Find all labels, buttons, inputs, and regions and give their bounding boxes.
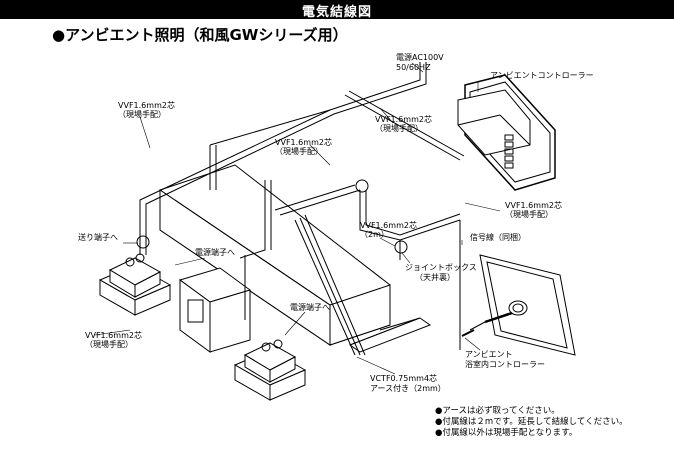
lamp-right: [233, 339, 307, 401]
junction-box-label-1: ジョイントボックス: [405, 263, 477, 272]
bath-controller: [461, 254, 576, 356]
vvf-center-label-1: VVF1.6mm2芯: [275, 137, 332, 147]
vvf-top-mid-label-2: （現場手配）: [375, 123, 423, 133]
send-terminal-label: 送り端子へ: [78, 232, 118, 242]
note-site-supply: ●付属線以外は現場手配となります。: [435, 428, 578, 438]
vvf-bottom-left-label-2: （現場手配）: [85, 339, 133, 349]
vvf-top-left-label-2: （現場手配）: [118, 109, 166, 119]
diagram-subtitle: ●アンビエント照明（和風GWシリーズ用）: [52, 26, 348, 44]
power-label-2: 50/60HZ: [396, 63, 431, 72]
note-wire-length: ●付属線は２mです。延長して結線してください。: [435, 417, 628, 427]
page-title: 電気結線図: [301, 5, 372, 20]
vvf-bottom-left-label-1: VVF1.6mm2芯: [85, 330, 142, 340]
vvf-2m-label-1: VVF1.6mm2芯: [360, 220, 417, 230]
vctf-label-2: アース付き（2mm）: [370, 383, 446, 393]
vvf-right-label-2: （現場手配）: [505, 209, 553, 219]
bath-controller-label-1: アンビエント: [465, 350, 513, 359]
notes: ●アースは必ず取ってください。 ●付属線は２mです。延長して結線してください。 …: [435, 406, 628, 439]
signal-line-label: 信号線（同梱）: [470, 232, 526, 242]
power-terminal-label-1: 電源端子へ: [195, 247, 235, 257]
title-bar: [0, 0, 674, 19]
bath-controller-label-2: 浴室内コントローラー: [465, 359, 545, 369]
leader-lines: [94, 62, 501, 375]
junction-box-circle: [394, 240, 408, 254]
power-unit: [178, 267, 252, 353]
vvf-center-label-2: （現場手配）: [275, 146, 323, 156]
cable-runs: [139, 62, 465, 356]
power-label-1: 電源AC100V: [396, 53, 444, 62]
vvf-top-left-label-1: VVF1.6mm2芯: [118, 100, 175, 110]
connection-circle-left: [136, 235, 150, 249]
lamp-left: [98, 253, 172, 316]
vvf-top-mid-label-1: VVF1.6mm2芯: [375, 114, 432, 124]
note-earth: ●アースは必ず取ってください。: [435, 406, 560, 416]
vvf-2m-label-2: （2m）: [360, 230, 389, 239]
connection-circle-mid: [355, 179, 369, 193]
junction-box-label-2: （天井裏）: [415, 272, 455, 282]
ambient-controller: [457, 74, 556, 191]
controller-label: アンビエントコントローラー: [490, 71, 594, 80]
vvf-right-label-1: VVF1.6mm2芯: [505, 200, 562, 210]
vctf-label-1: VCTF0.75mm4芯: [370, 373, 437, 383]
power-terminal-label-2: 電源端子へ: [290, 302, 330, 312]
